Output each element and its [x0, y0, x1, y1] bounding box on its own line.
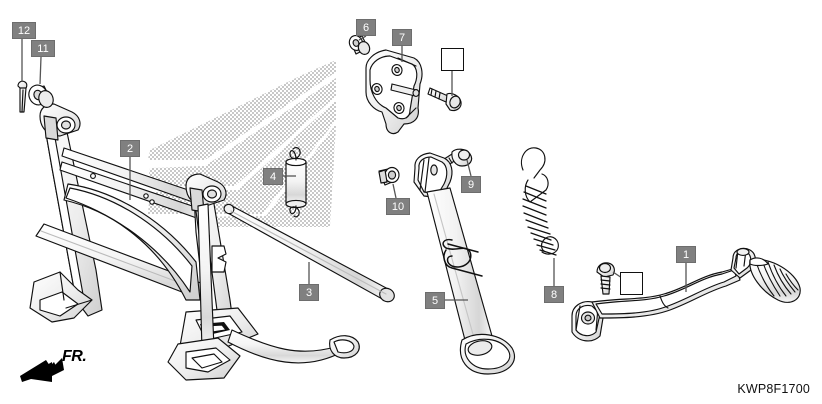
callout-8[interactable]: 8 — [544, 286, 564, 303]
leader-11 — [39, 56, 42, 85]
callout-9[interactable]: 9 — [461, 176, 481, 193]
pedal-bolt-art — [596, 262, 615, 295]
diagram-part-number: KWP8F1700 — [737, 382, 810, 396]
side-stand-nut-art — [378, 166, 400, 186]
leader-9 — [466, 159, 472, 177]
main-stand-frame-art — [29, 103, 360, 381]
callout-5[interactable]: 5 — [425, 292, 445, 309]
main-stand-pivot-bar-art — [223, 203, 395, 303]
side-stand-spring-art — [520, 147, 559, 256]
callout-4[interactable]: 4 — [263, 168, 283, 185]
side-stand-bracket-art — [365, 49, 423, 135]
orientation-marker: FR. — [18, 344, 110, 396]
callout-3[interactable]: 3 — [299, 284, 319, 301]
kick-starter-arm-art — [571, 247, 801, 342]
bracket-bolt-art — [427, 87, 462, 112]
leader-10 — [392, 183, 397, 199]
main-stand-spring-art — [285, 147, 307, 218]
fr-label: FR. — [62, 348, 87, 365]
callout-1[interactable]: 1 — [676, 246, 696, 263]
callout-2[interactable]: 2 — [120, 140, 140, 157]
callout-12[interactable]: 12 — [12, 22, 36, 39]
cotter-pin-art — [17, 80, 28, 113]
callout-7[interactable]: 7 — [392, 29, 412, 46]
washer-art — [28, 84, 54, 108]
fr-arrow-icon — [20, 358, 64, 382]
callout-11[interactable]: 11 — [31, 40, 55, 57]
blank-callout-pedal-bolt[interactable] — [620, 272, 643, 295]
callout-10[interactable]: 10 — [386, 198, 410, 215]
side-stand-art — [413, 152, 516, 375]
leader-6 — [358, 35, 367, 41]
blank-callout-bracket-bolt[interactable] — [441, 48, 464, 71]
callout-6[interactable]: 6 — [356, 19, 376, 36]
